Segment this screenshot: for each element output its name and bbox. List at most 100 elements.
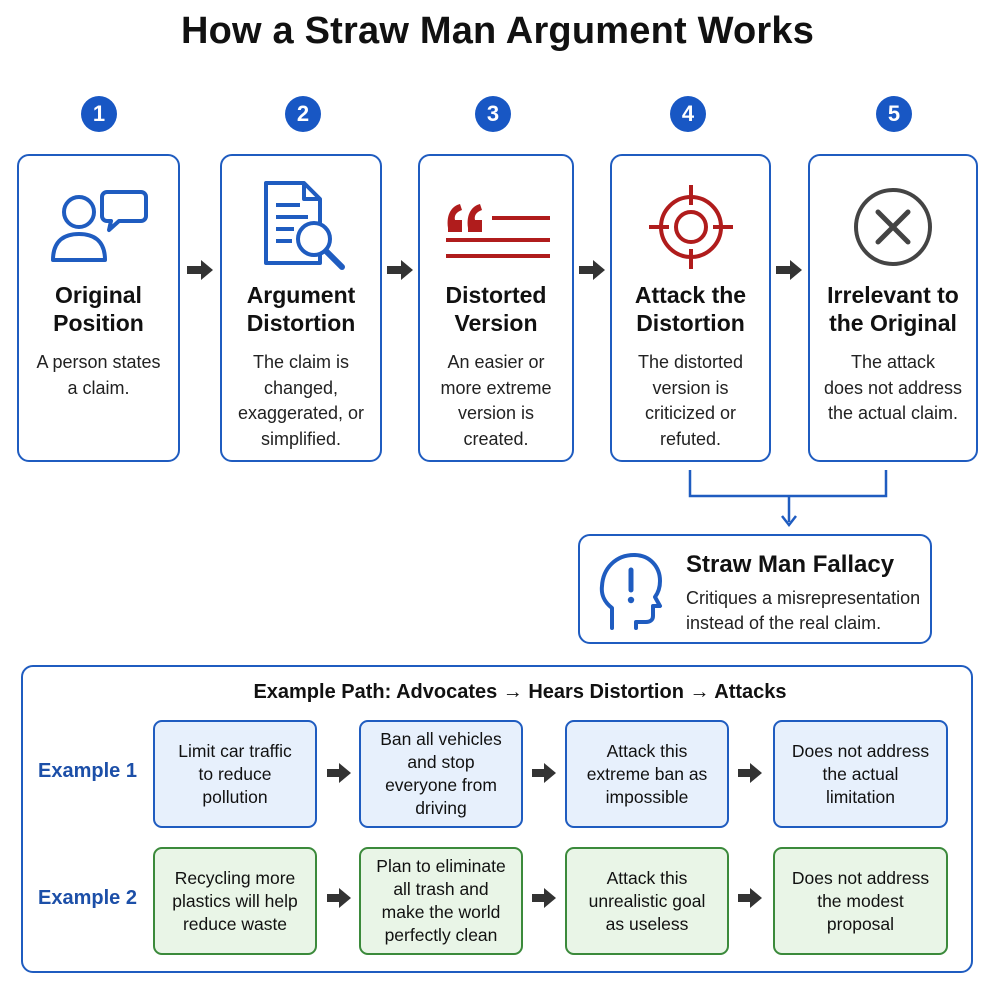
desc-line: Critiques a misrepresentation	[686, 588, 921, 608]
step-number-badge: 4	[670, 96, 706, 132]
desc-line: version is	[457, 403, 535, 423]
step-description: The distorted version is criticized or r…	[620, 350, 761, 452]
arrow-right-icon	[532, 888, 556, 908]
step-title-line: Distorted	[445, 282, 547, 308]
straw-man-fallacy-box: Straw Man Fallacy Critiques a misreprese…	[578, 534, 932, 644]
box-line: perfectly clean	[384, 925, 498, 945]
box-line: Ban all vehicles	[380, 729, 502, 749]
document-magnifier-icon	[222, 178, 380, 276]
box-line: unrealistic goal	[588, 890, 706, 911]
arrow-right-icon	[187, 260, 213, 280]
box-line: Attack this	[606, 867, 688, 888]
example-1-label: Example 1	[38, 760, 137, 782]
box-line: the actual	[822, 763, 899, 784]
arrow-right-icon	[387, 260, 413, 280]
desc-line: exaggerated, or	[237, 403, 365, 423]
desc-line: The distorted	[637, 352, 744, 372]
box-line: pollution	[202, 786, 268, 807]
box-line: Attack this	[606, 740, 688, 761]
desc-line: more extreme	[440, 377, 552, 398]
diagram-title: How a Straw Man Argument Works	[180, 10, 815, 52]
step-title-line: Attack the	[634, 282, 747, 308]
arrow-right-icon	[532, 763, 556, 783]
quote-lines-icon	[420, 178, 572, 276]
step-title-line: Distortion	[246, 310, 356, 336]
desc-line: criticized or	[644, 403, 737, 423]
step-number-badge: 5	[876, 96, 912, 132]
step-title-line: Irrelevant to	[827, 282, 959, 308]
desc-line: instead of the real claim.	[686, 613, 882, 633]
box-line: impossible	[605, 786, 689, 807]
step-number-badge: 1	[81, 96, 117, 132]
box-line: extreme ban as	[586, 763, 708, 784]
box-line: and stop	[407, 752, 475, 772]
step-description: The claim is changed, exaggerated, or si…	[230, 350, 372, 452]
person-speech-icon	[19, 178, 178, 276]
desc-line: simplified.	[260, 428, 342, 449]
box-line: to reduce	[198, 763, 272, 784]
box-line: Does not address	[791, 740, 930, 761]
box-line: Limit car traffic	[178, 740, 292, 761]
step-title-line: Argument	[246, 282, 356, 308]
box-line: plastics will help	[172, 890, 298, 911]
step-description: The attack does not address the actual c…	[818, 350, 968, 427]
fallacy-description: Critiques a misrepresentation instead of…	[686, 586, 920, 636]
head-exclamation-icon	[599, 553, 662, 630]
desc-line: a claim.	[67, 377, 130, 398]
example-2-label: Example 2	[38, 887, 137, 909]
box-line: proposal	[826, 913, 895, 934]
step-description: An easier or more extreme version is cre…	[428, 350, 564, 452]
desc-line: The attack	[850, 352, 936, 372]
desc-line: created.	[463, 428, 529, 449]
box-line: everyone from	[385, 775, 497, 795]
desc-line: does not address	[823, 377, 963, 398]
box-line: Plan to eliminate	[376, 856, 506, 876]
step-description: A person states a claim.	[27, 350, 170, 401]
arrow-right-icon	[738, 888, 762, 908]
box-line: Recycling more	[174, 867, 296, 888]
examples-panel	[21, 665, 973, 973]
fallacy-title: Straw Man Fallacy	[686, 551, 895, 578]
box-line: make the world	[381, 902, 501, 922]
desc-line: A person states	[36, 352, 161, 372]
box-line: the modest	[817, 890, 904, 911]
step-title-line: Original	[55, 282, 142, 308]
step-title-line: Distortion	[636, 310, 745, 336]
box-line: all trash and	[393, 879, 489, 899]
example-path-title: Example Path: Advocates → Hears Distorti…	[253, 681, 787, 703]
box-line: reduce waste	[182, 913, 288, 934]
box-line: Does not address	[791, 867, 930, 888]
desc-line: version is	[652, 377, 729, 398]
arrow-right-icon	[738, 763, 762, 783]
desc-line: The claim is	[252, 352, 350, 372]
arrow-right-icon	[327, 763, 351, 783]
box-line: driving	[415, 798, 467, 818]
target-crosshair-icon	[612, 178, 769, 276]
arrow-right-icon	[327, 888, 351, 908]
desc-line: An easier or	[447, 352, 545, 372]
step-title-line: Position	[53, 310, 144, 336]
box-line: as useless	[605, 913, 689, 934]
arrow-right-icon	[579, 260, 605, 280]
x-circle-icon	[810, 178, 976, 276]
step-title-line: Version	[454, 310, 538, 336]
example-1-distortion-box: Ban all vehicles and stop everyone from dri…	[359, 720, 523, 828]
box-line: limitation	[825, 786, 896, 807]
example-2-distortion-box: Plan to eliminate all trash and make the w…	[359, 847, 523, 955]
desc-line: refuted.	[659, 428, 722, 449]
arrow-right-icon	[776, 260, 802, 280]
step-title-line: the Original	[829, 310, 957, 336]
bracket-connector	[688, 470, 888, 528]
step-number-badge: 3	[475, 96, 511, 132]
